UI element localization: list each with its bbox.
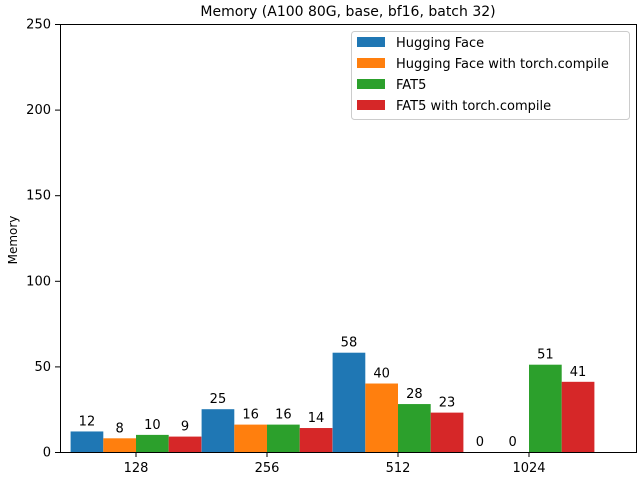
bar-fat5-with-torch-compile-128 (168, 436, 202, 452)
bar-fat5-with-torch-compile-1024 (561, 381, 595, 452)
x-tick-label: 128 (124, 461, 149, 476)
data-label: 12 (79, 414, 96, 429)
legend-entry: FAT5 (396, 78, 426, 93)
legend-swatch (357, 100, 385, 110)
y-axis-label: Memory (6, 216, 20, 265)
y-tick-label: 250 (26, 18, 51, 33)
bar-fat5-1024 (529, 364, 562, 452)
data-label: 28 (406, 387, 423, 402)
legend-box (351, 31, 630, 120)
data-label: 58 (341, 336, 358, 351)
bar-fat5-with-torch-compile-512 (430, 412, 464, 452)
legend-entry: Hugging Face (396, 36, 484, 51)
data-label: 40 (373, 367, 390, 382)
bar-hugging-face-with-torch-compile-128 (103, 438, 136, 452)
bar-hugging-face-128 (70, 431, 104, 452)
plot-frame (60, 24, 637, 453)
y-tick-label: 150 (26, 189, 51, 204)
data-label: 16 (275, 408, 292, 423)
data-label: 16 (242, 408, 259, 423)
bars-group (70, 352, 595, 452)
legend-swatch (357, 37, 385, 47)
bar-fat5-128 (136, 434, 169, 452)
chart-title: Memory (A100 80G, base, bf16, batch 32) (200, 4, 495, 20)
y-tick-label: 200 (26, 103, 51, 118)
data-labels-group: 12 25 58 0 8 16 40 0 10 16 28 51 9 14 23 41 (79, 336, 587, 450)
x-tick-label: 256 (255, 461, 280, 476)
data-label: 0 (476, 435, 484, 450)
legend-swatch (357, 58, 385, 68)
data-label: 51 (537, 348, 554, 363)
data-label: 14 (308, 411, 325, 426)
y-tick-label: 100 (26, 274, 51, 289)
bar-fat5-256 (267, 424, 300, 452)
bar-hugging-face-with-torch-compile-256 (234, 424, 267, 452)
y-axis: 0 50 100 150 200 250 (26, 18, 60, 461)
data-label: 8 (116, 421, 124, 436)
data-label: 25 (210, 392, 227, 407)
legend-entry: FAT5 with torch.compile (396, 99, 551, 114)
x-axis: 128 256 512 1024 (124, 452, 546, 476)
legend-swatch (357, 79, 385, 89)
x-tick-label: 512 (386, 461, 411, 476)
data-label: 23 (439, 396, 456, 411)
bar-hugging-face-256 (201, 409, 235, 452)
data-label: 41 (570, 365, 587, 380)
x-tick-label: 1024 (512, 461, 545, 476)
bar-hugging-face-512 (332, 352, 366, 452)
bar-fat5-512 (398, 404, 431, 452)
legend-entry: Hugging Face with torch.compile (396, 57, 609, 72)
data-label: 10 (144, 418, 161, 433)
data-label: 0 (509, 435, 517, 450)
data-label: 9 (181, 420, 189, 435)
bar-hugging-face-with-torch-compile-512 (365, 383, 398, 452)
y-tick-label: 50 (34, 360, 51, 375)
y-tick-label: 0 (43, 446, 51, 461)
bar-fat5-with-torch-compile-256 (299, 428, 333, 452)
